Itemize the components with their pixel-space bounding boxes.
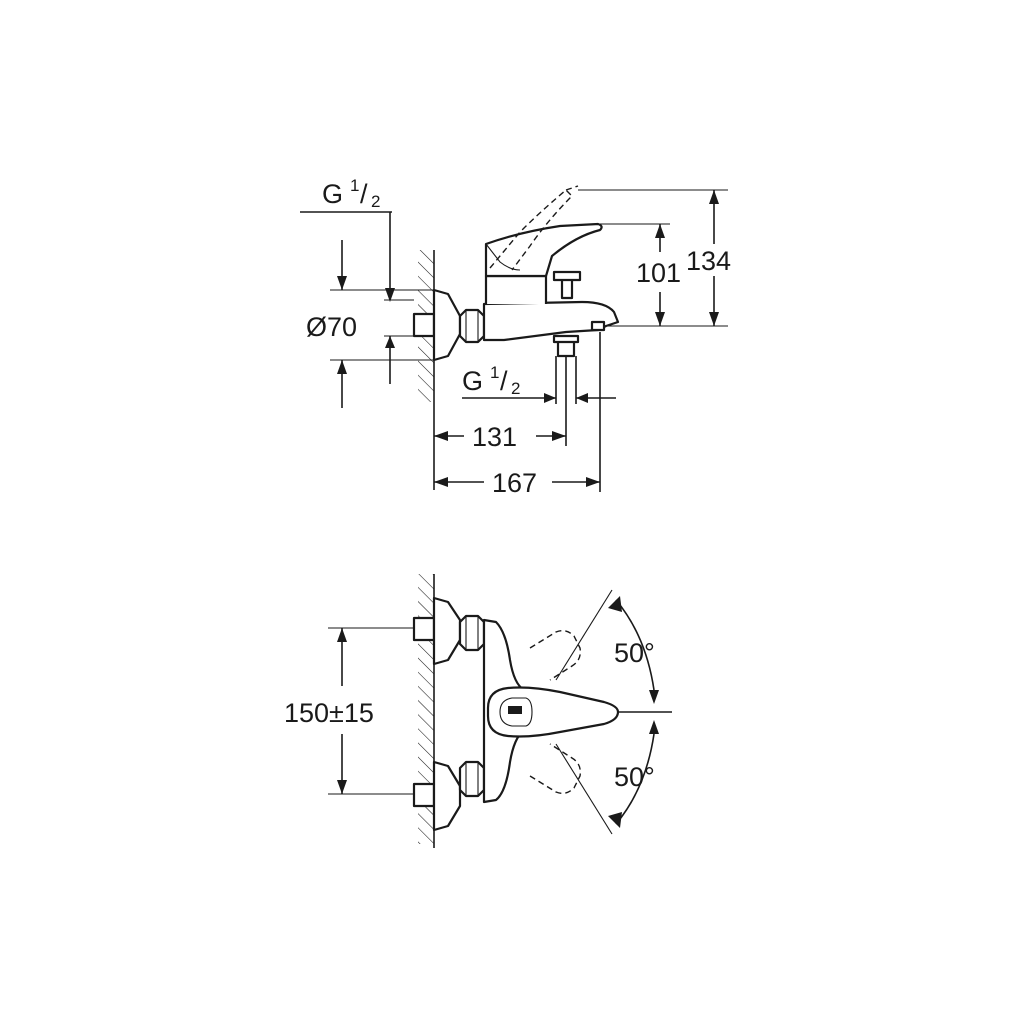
thread-top-dimension: G 1 / 2 xyxy=(300,176,414,384)
thread-bottom-letter: G xyxy=(462,366,483,396)
mixer-body-side xyxy=(482,222,620,358)
lever-raised-dashed xyxy=(489,185,579,271)
diameter-label: Ø70 xyxy=(306,312,357,342)
dimension-134: 134 xyxy=(578,189,731,326)
dim-134-label: 134 xyxy=(686,246,731,276)
thread-bottom-numerator: 1 xyxy=(490,363,499,382)
dimension-167: 167 xyxy=(434,332,601,498)
wall-connection xyxy=(412,288,486,362)
angle-top-label: 50° xyxy=(614,638,655,668)
connection-bottom xyxy=(412,760,486,832)
thread-bottom-dimension: G 1 / 2 xyxy=(462,356,616,404)
angle-bottom-label: 50° xyxy=(614,762,655,792)
dimension-150: 150±15 xyxy=(284,627,414,795)
wall-side xyxy=(418,250,435,490)
dim-101-label: 101 xyxy=(636,258,681,288)
svg-text:/: / xyxy=(500,366,508,396)
dimension-131: 131 xyxy=(434,356,567,452)
svg-text:/: / xyxy=(360,179,368,209)
lever-swing-dashed xyxy=(529,629,582,795)
thread-bottom-denominator: 2 xyxy=(511,379,520,398)
side-view: G 1 / 2 Ø70 G 1 / 2 xyxy=(300,176,731,498)
dimension-101: 101 xyxy=(600,223,728,327)
thread-top-denominator: 2 xyxy=(371,192,380,211)
mixer-body-front xyxy=(482,618,672,804)
dim-131-label: 131 xyxy=(472,422,517,452)
angle-bottom: 50° xyxy=(555,720,659,835)
front-view: 150±15 50° 50° xyxy=(284,574,672,848)
diameter-dimension: Ø70 xyxy=(306,240,434,408)
center-distance-label: 150±15 xyxy=(284,698,374,728)
thread-top-numerator: 1 xyxy=(350,176,359,195)
connection-top xyxy=(412,596,486,666)
thread-top-letter: G xyxy=(322,179,343,209)
dim-167-label: 167 xyxy=(492,468,537,498)
angle-top: 50° xyxy=(555,589,659,704)
